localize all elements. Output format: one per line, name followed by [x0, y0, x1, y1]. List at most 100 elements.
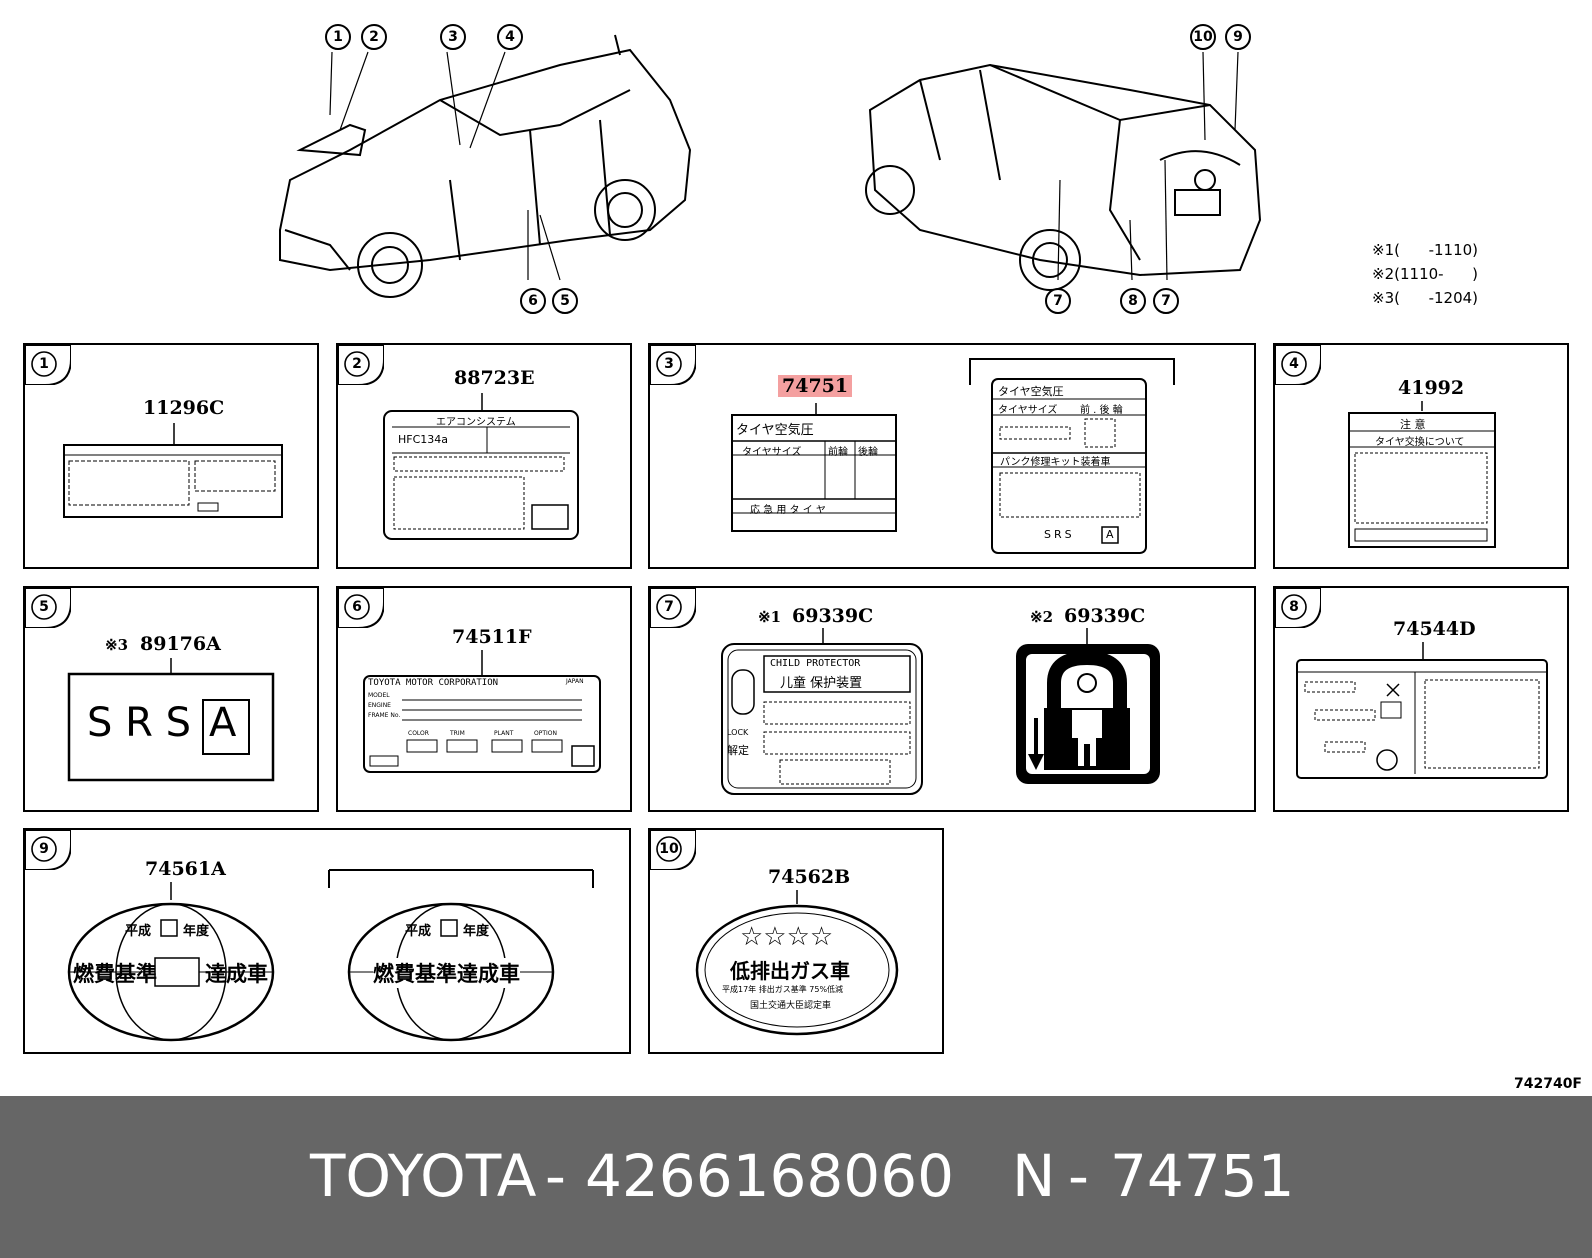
free-text: 解定 — [727, 744, 749, 757]
panel-number: 2 — [338, 345, 384, 385]
tire-a-title: タイヤ空気圧 — [736, 423, 814, 438]
panel-5[interactable]: 5 ※3 89176A S R S A — [23, 586, 319, 812]
callout-front-4: 4 — [497, 24, 523, 50]
callout-front-3: 3 — [440, 24, 466, 50]
part-number: 74562B — [768, 866, 851, 888]
fuel-standard-left: 燃費基準 — [73, 962, 157, 986]
tire-a-size: タイヤサイズ — [742, 447, 802, 458]
part-number: 41992 — [1398, 377, 1465, 399]
fuel-label-bracket — [328, 869, 594, 888]
panel-number: 8 — [1275, 588, 1321, 628]
callout-front-6: 6 — [520, 288, 546, 314]
a-text: A — [209, 700, 237, 746]
nendo-b: 年度 — [463, 924, 490, 939]
child-protector-label — [721, 628, 923, 795]
callout-front-1: 1 — [325, 24, 351, 50]
panel-number: 5 — [25, 588, 71, 628]
lock-text: LOCK — [727, 728, 749, 737]
panel-6[interactable]: 6 74511F TOYOTA MOTOR CORPORATION JAPAN … — [336, 586, 632, 812]
child-protector-jp: 儿童 保护装置 — [780, 676, 863, 691]
fuel-label-a — [67, 882, 275, 1042]
part-number: 74561A — [145, 858, 226, 880]
nendo-a: 年度 — [183, 924, 210, 939]
tire-a-spare: 応 急 用 タ イ ヤ — [750, 505, 826, 516]
panel-number: 6 — [338, 588, 384, 628]
panel-number: 7 — [650, 588, 696, 628]
srs-text: S R S — [87, 700, 192, 746]
panel-number: 10 — [650, 830, 696, 870]
panel-4[interactable]: 4 41992 注 意 タイヤ交換について — [1273, 343, 1569, 569]
emission-line-1: 平成17年 排出ガス基準 75%低減 — [722, 985, 844, 994]
footer-brand: TOYOTA — [310, 1142, 537, 1210]
engine-text: ENGINE — [368, 702, 391, 709]
part-mark-2: ※2 — [1030, 608, 1054, 626]
panel-number: 3 — [650, 345, 696, 385]
callout-rear-7a: 7 — [1045, 288, 1071, 314]
option-text: OPTION — [534, 730, 557, 737]
footer-catalog-number: 4266168060 — [585, 1142, 955, 1210]
plant-text: PLANT — [494, 730, 514, 737]
aircon-title: エアコンシステム — [436, 417, 516, 428]
tire-b-a: A — [1106, 528, 1114, 541]
panel-8[interactable]: 8 74544D — [1273, 586, 1569, 812]
label-drawing — [1296, 642, 1548, 779]
rear-car-illustration — [865, 51, 1262, 291]
label-drawing — [67, 658, 275, 782]
tire-label-b — [991, 378, 1147, 554]
callout-rear-10: 10 — [1190, 24, 1216, 50]
footer-prefix: N — [1012, 1142, 1056, 1210]
tire-b-srs: SRS — [1044, 528, 1075, 541]
tire-label-a — [731, 403, 897, 532]
tire-b-kit: パンク修理キット装着車 — [1000, 457, 1111, 468]
legend-row-3: ※3( -1204) — [1372, 289, 1479, 307]
japan-text: JAPAN — [566, 678, 584, 685]
refrigerant-text: HFC134a — [398, 433, 449, 446]
footer-dash-1: - — [545, 1142, 566, 1210]
tire-label-bracket — [969, 358, 1175, 385]
child-protector-en: CHILD PROTECTOR — [770, 658, 861, 669]
panel-3[interactable]: 3 74751 タイヤ空気圧 タイヤサイズ 前輪 後輪 応 急 用 タ イ ヤ — [648, 343, 1256, 569]
emission-line-2: 国土交通大臣認定車 — [750, 1001, 832, 1011]
panel-1[interactable]: 1 11296C — [23, 343, 319, 569]
panel-9[interactable]: 9 74561A 平成 年度 燃費基準 達成車 平成 年度 燃費基準達成車 — [23, 828, 631, 1054]
tire-b-frontrear: 前 . 後 輪 — [1080, 405, 1123, 416]
caution-text: 注 意 — [1400, 418, 1426, 431]
low-emission-label — [695, 890, 899, 1036]
part-number-1: 69339C — [792, 605, 874, 627]
callout-rear-9: 9 — [1225, 24, 1251, 50]
stars: ☆☆☆☆ — [740, 922, 834, 952]
maker-text: TOYOTA MOTOR CORPORATION — [368, 678, 499, 688]
fuel-standard-full: 燃費基準達成車 — [373, 958, 520, 988]
parts-diagram: 1 2 3 4 6 5 10 9 7 8 7 ※1( -1110) ※2(111… — [23, 24, 1582, 1092]
color-text: COLOR — [408, 730, 429, 737]
panel-number: 4 — [1275, 345, 1321, 385]
footer-bar: TOYOTA - 4266168060 N - 74751 — [0, 1096, 1592, 1258]
low-emission-title: 低排出ガス車 — [730, 959, 850, 983]
panel-number: 1 — [25, 345, 71, 385]
child-lock-icon — [1016, 628, 1160, 784]
tire-a-front: 前輪 — [828, 447, 848, 458]
panel-7[interactable]: 7 ※1 69339C ※2 69339C CHILD PROTECTOR 儿童… — [648, 586, 1256, 812]
heisei-b: 平成 — [405, 924, 432, 939]
legend-row-2: ※2(1110- ) — [1372, 265, 1479, 283]
label-drawing — [1348, 401, 1496, 548]
callout-front-2: 2 — [361, 24, 387, 50]
part-number: 74544D — [1393, 618, 1476, 640]
panel-2[interactable]: 2 88723E エアコンシステム HFC134a — [336, 343, 632, 569]
frame-text: FRAME No. — [368, 712, 401, 719]
label-drawing — [363, 650, 601, 773]
label-drawing — [383, 393, 579, 540]
trim-text: TRIM — [450, 730, 465, 737]
callout-rear-8: 8 — [1120, 288, 1146, 314]
part-number: 11296C — [143, 397, 225, 419]
legend-row-1: ※1( -1110) — [1372, 241, 1479, 259]
part-number-highlighted[interactable]: 74751 — [778, 375, 853, 397]
callout-front-5: 5 — [552, 288, 578, 314]
legend: ※1( -1110) ※2(1110- ) ※3( -1204) — [1372, 238, 1478, 310]
part-number: 89176A — [140, 633, 221, 655]
panel-10[interactable]: 10 74562B ☆☆☆☆ 低排出ガス車 平成17年 排出ガス基準 75%低減… — [648, 828, 944, 1054]
tire-change-text: タイヤ交換について — [1375, 437, 1465, 448]
diagram-reference-code: 742740F — [1513, 1076, 1582, 1092]
part-mark: ※3 — [105, 636, 129, 654]
tire-b-size: タイヤサイズ — [998, 405, 1058, 416]
